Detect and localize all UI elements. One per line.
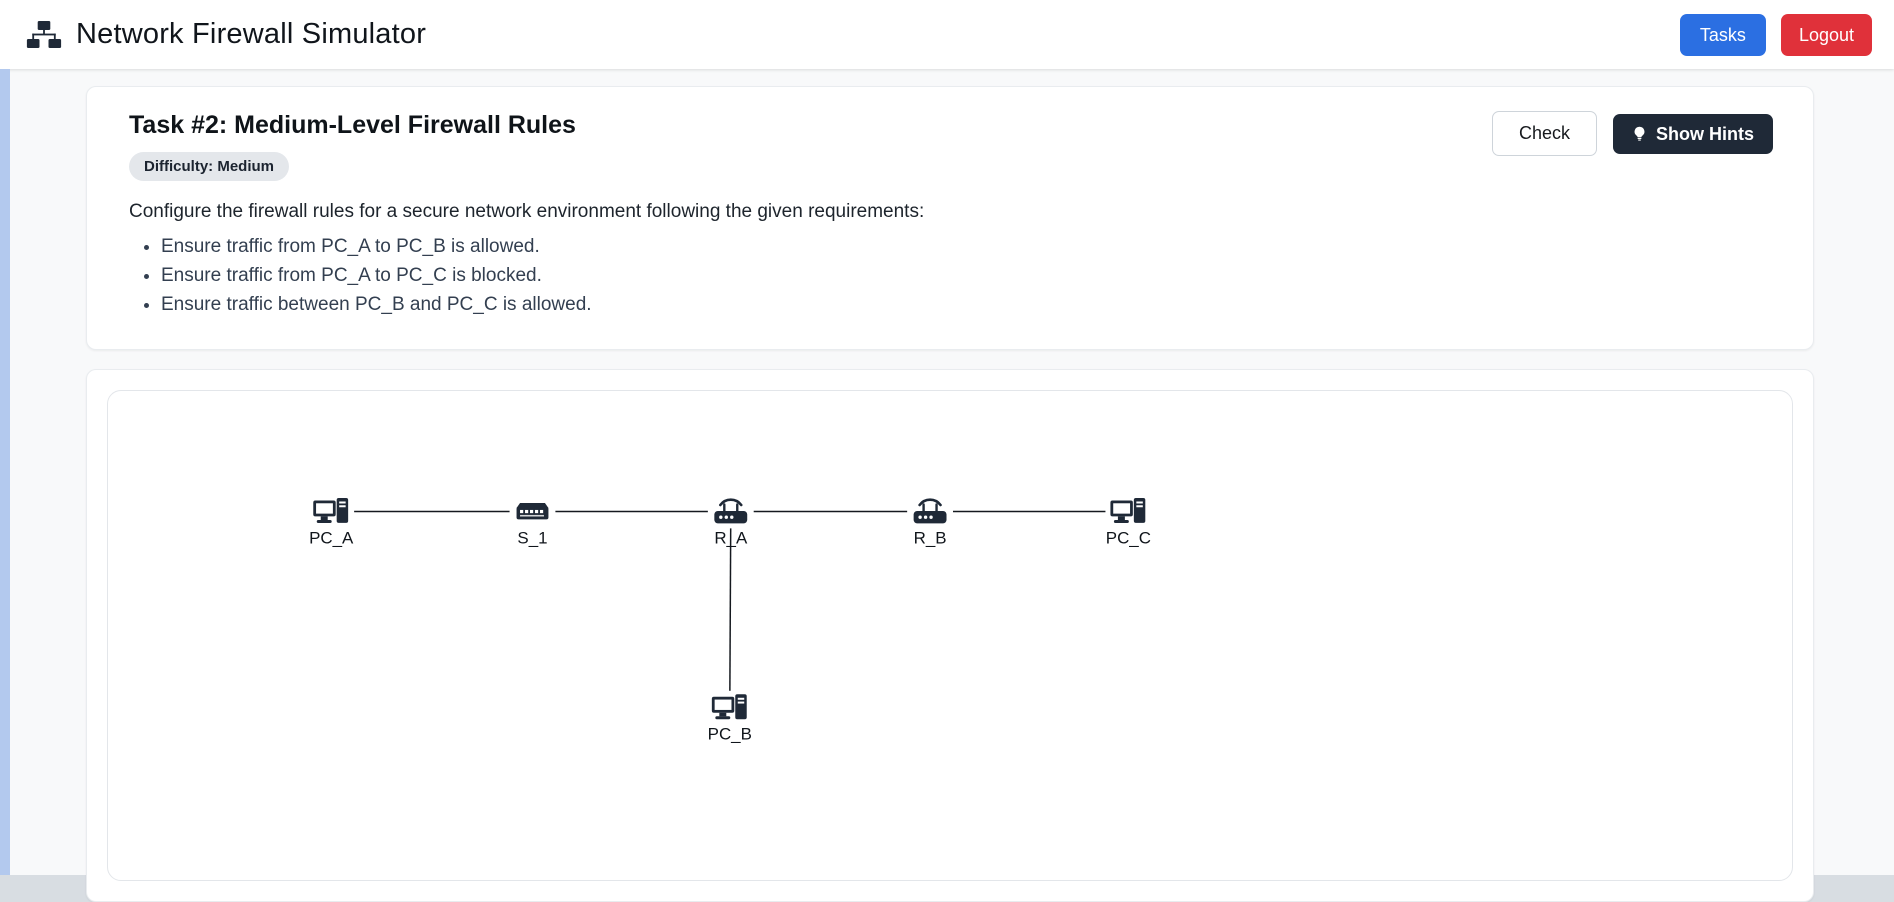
task-title: Task #2: Medium-Level Firewall Rules bbox=[129, 111, 576, 139]
requirement-item: Ensure traffic from PC_A to PC_B is allo… bbox=[161, 236, 1773, 258]
logout-button[interactable]: Logout bbox=[1780, 13, 1872, 56]
node-label-PC_A: PC_A bbox=[309, 528, 354, 547]
show-hints-button[interactable]: Show Hints bbox=[1613, 113, 1773, 154]
topology-card: PC_A S_1 R_A R_B PC_C PC_B bbox=[86, 369, 1814, 902]
main-content: Task #2: Medium-Level Firewall Rules Dif… bbox=[0, 69, 1894, 902]
difficulty-badge: Difficulty: Medium bbox=[129, 152, 289, 181]
node-label-PC_C: PC_C bbox=[1106, 528, 1151, 547]
lightbulb-icon bbox=[1632, 126, 1647, 141]
node-PC_B[interactable] bbox=[706, 690, 753, 725]
navbar: Network Firewall Simulator Tasks Logout bbox=[0, 0, 1894, 69]
node-PC_A[interactable] bbox=[308, 494, 355, 529]
node-R_B[interactable] bbox=[907, 494, 953, 529]
network-wired-icon bbox=[26, 21, 62, 48]
requirements-list: Ensure traffic from PC_A to PC_B is allo… bbox=[129, 236, 1773, 316]
node-PC_C[interactable] bbox=[1105, 494, 1152, 529]
task-description: Configure the firewall rules for a secur… bbox=[129, 201, 925, 222]
network-canvas[interactable]: PC_A S_1 R_A R_B PC_C PC_B bbox=[107, 390, 1793, 881]
left-edge-strip bbox=[0, 69, 10, 875]
node-label-PC_B: PC_B bbox=[708, 725, 752, 744]
navbar-actions: Tasks Logout bbox=[1679, 13, 1872, 56]
node-label-S_1: S_1 bbox=[517, 528, 547, 547]
check-button[interactable]: Check bbox=[1491, 111, 1597, 156]
show-hints-label: Show Hints bbox=[1656, 123, 1754, 144]
topology-svg: PC_A S_1 R_A R_B PC_C PC_B bbox=[308, 494, 1152, 744]
app-title: Network Firewall Simulator bbox=[76, 18, 427, 50]
link-R_A-PC_B bbox=[729, 511, 732, 708]
requirement-item: Ensure traffic between PC_B and PC_C is … bbox=[161, 294, 1773, 316]
node-S_1[interactable] bbox=[509, 494, 556, 529]
node-label-R_A: R_A bbox=[714, 528, 748, 547]
task-actions: Check Show Hints bbox=[1491, 111, 1773, 156]
node-label-R_B: R_B bbox=[914, 528, 947, 547]
brand: Network Firewall Simulator bbox=[26, 18, 426, 51]
task-heading-block: Task #2: Medium-Level Firewall Rules Dif… bbox=[129, 111, 576, 181]
node-R_A[interactable] bbox=[707, 494, 754, 529]
task-card: Task #2: Medium-Level Firewall Rules Dif… bbox=[86, 86, 1814, 350]
tasks-button[interactable]: Tasks bbox=[1679, 13, 1766, 56]
requirement-item: Ensure traffic from PC_A to PC_C is bloc… bbox=[161, 265, 1773, 287]
